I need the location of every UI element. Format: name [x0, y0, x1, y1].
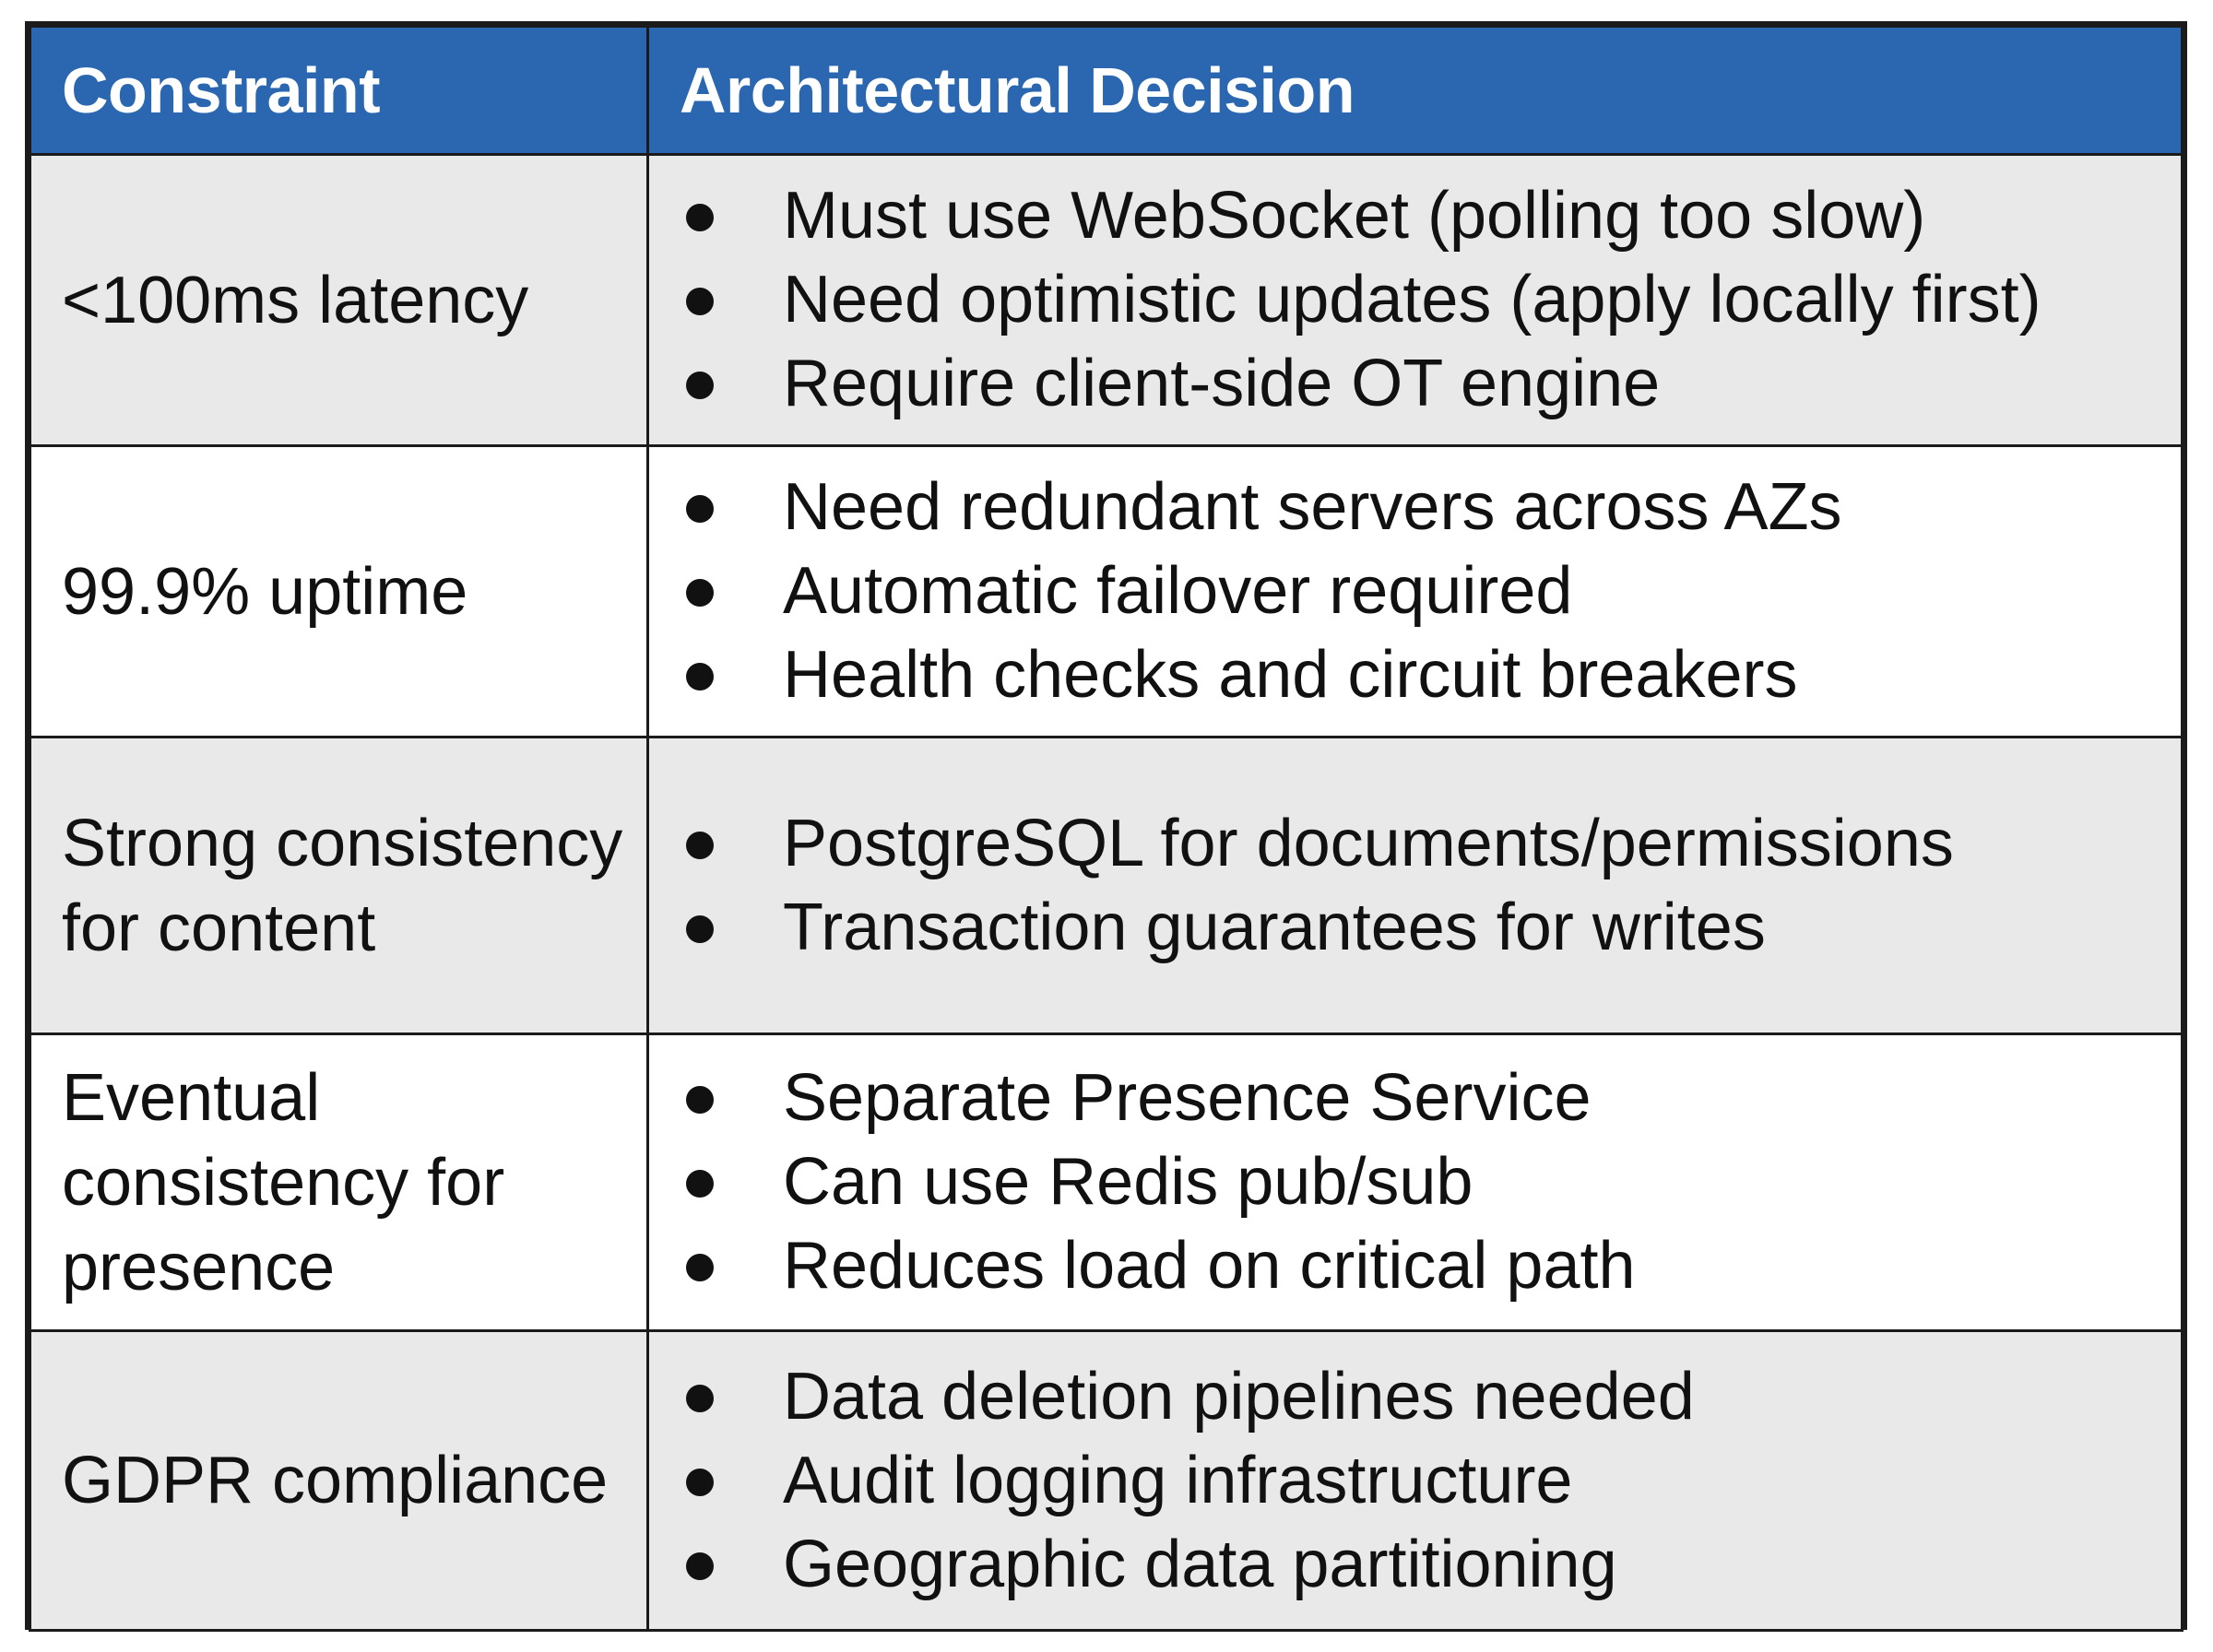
list-item: Automatic failover required	[686, 549, 2181, 633]
constraint-cell: 99.9% uptime	[29, 444, 649, 738]
decision-cell: Data deletion pipelines needed Audit log…	[646, 1329, 2183, 1632]
table-row: GDPR compliance Data deletion pipelines …	[29, 1329, 2183, 1632]
constraints-table: Constraint Architectural Decision <100ms…	[29, 25, 2183, 1632]
decision-text: Health checks and circuit breakers	[783, 638, 1798, 712]
decision-text: Automatic failover required	[783, 554, 1573, 628]
decision-text: Can use Redis pub/sub	[783, 1145, 1473, 1219]
bullet-icon	[686, 495, 714, 523]
decision-cell: Need redundant servers across AZs Automa…	[646, 444, 2183, 738]
list-item: Transaction guarantees for writes	[686, 886, 2181, 970]
decision-text: Must use WebSocket (polling too slow)	[783, 179, 1926, 253]
decision-text: Separate Presence Service	[783, 1061, 1592, 1135]
table-row: Eventual consistency for presence Separa…	[29, 1032, 2183, 1332]
bullet-icon	[686, 1170, 714, 1198]
bullet-icon	[686, 1384, 714, 1412]
list-item: Can use Redis pub/sub	[686, 1140, 2181, 1224]
list-item: Health checks and circuit breakers	[686, 633, 2181, 717]
list-item: PostgreSQL for documents/permissions	[686, 802, 2181, 886]
table-row: Strong consistency for content PostgreSQ…	[29, 736, 2183, 1035]
decision-text: Data deletion pipelines needed	[783, 1359, 1695, 1434]
decision-text: Need redundant servers across AZs	[783, 470, 1842, 544]
list-item: Audit logging infrastructure	[686, 1439, 2181, 1523]
list-item: Separate Presence Service	[686, 1056, 2181, 1140]
constraint-cell: <100ms latency	[29, 153, 649, 447]
decision-list: Data deletion pipelines needed Audit log…	[686, 1355, 2181, 1607]
bullet-icon	[686, 1468, 714, 1496]
header-architectural-decision: Architectural Decision	[646, 25, 2183, 156]
list-item: Must use WebSocket (polling too slow)	[686, 174, 2181, 258]
list-item: Reduces load on critical path	[686, 1224, 2181, 1308]
decision-cell: PostgreSQL for documents/permissions Tra…	[646, 736, 2183, 1035]
decision-cell: Must use WebSocket (polling too slow) Ne…	[646, 153, 2183, 447]
bullet-icon	[686, 1254, 714, 1281]
list-item: Geographic data partitioning	[686, 1523, 2181, 1607]
decision-list: Need redundant servers across AZs Automa…	[686, 466, 2181, 717]
decision-cell: Separate Presence Service Can use Redis …	[646, 1032, 2183, 1332]
bullet-icon	[686, 204, 714, 231]
list-item: Need redundant servers across AZs	[686, 466, 2181, 549]
decision-list: PostgreSQL for documents/permissions Tra…	[686, 802, 2181, 970]
decision-text: Geographic data partitioning	[783, 1527, 1617, 1601]
bullet-icon	[686, 663, 714, 690]
list-item: Need optimistic updates (apply locally f…	[686, 258, 2181, 342]
decision-text: Require client-side OT engine	[783, 347, 1661, 420]
decision-text: Transaction guarantees for writes	[783, 890, 1766, 964]
bullet-icon	[686, 914, 714, 943]
bullet-icon	[686, 1552, 714, 1580]
decision-text: Need optimistic updates (apply locally f…	[783, 263, 2041, 336]
decision-list: Must use WebSocket (polling too slow) Ne…	[686, 174, 2181, 426]
constraint-cell: Eventual consistency for presence	[29, 1032, 649, 1332]
decision-list: Separate Presence Service Can use Redis …	[686, 1056, 2181, 1308]
decision-text: Reduces load on critical path	[783, 1229, 1636, 1303]
bullet-icon	[686, 1086, 714, 1114]
table-row: <100ms latency Must use WebSocket (polli…	[29, 153, 2183, 447]
bullet-icon	[686, 579, 714, 607]
bullet-icon	[686, 372, 714, 399]
list-item: Data deletion pipelines needed	[686, 1355, 2181, 1439]
bullet-icon	[686, 288, 714, 315]
constraint-cell: GDPR compliance	[29, 1329, 649, 1632]
decision-text: Audit logging infrastructure	[783, 1443, 1573, 1517]
decision-text: PostgreSQL for documents/permissions	[783, 806, 1954, 880]
table-header-row: Constraint Architectural Decision	[29, 25, 2183, 156]
constraint-cell: Strong consistency for content	[29, 736, 649, 1035]
bullet-icon	[686, 831, 714, 859]
list-item: Require client-side OT engine	[686, 342, 2181, 426]
constraints-table-container: Constraint Architectural Decision <100ms…	[25, 21, 2187, 1632]
table-row: 99.9% uptime Need redundant servers acro…	[29, 444, 2183, 738]
header-constraint: Constraint	[29, 25, 649, 156]
